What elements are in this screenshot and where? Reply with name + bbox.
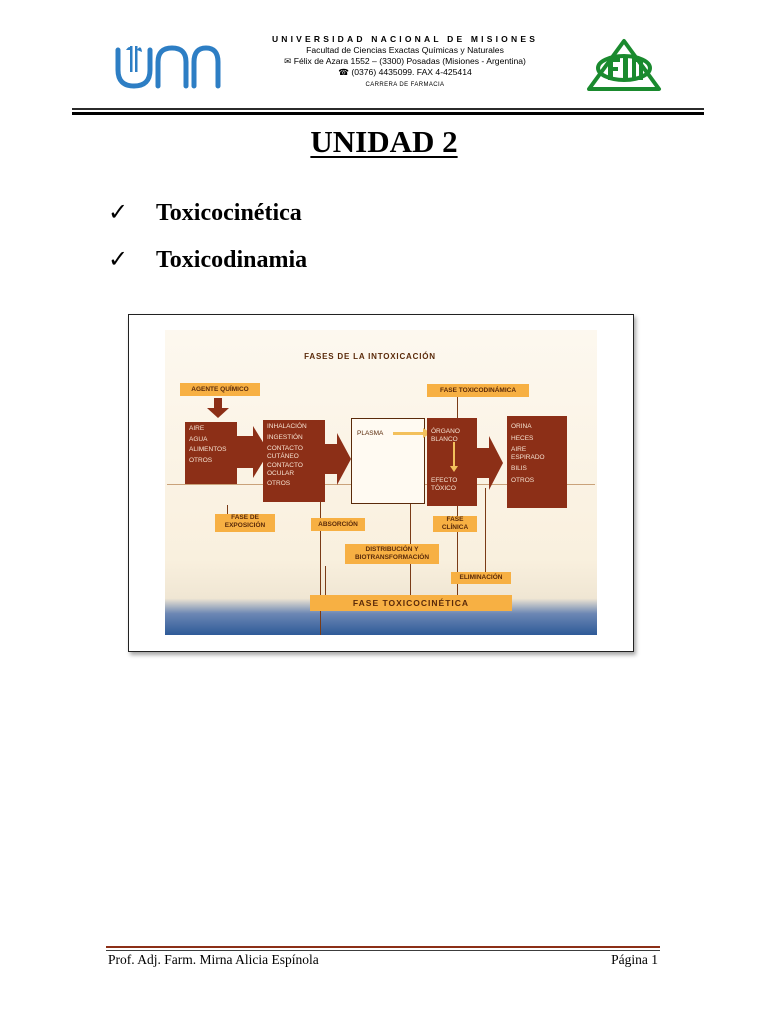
header-rule-thick [72, 112, 704, 115]
elimination-label: ELIMINACIÓN [451, 572, 511, 584]
faculty-name: Facultad de Ciencias Exactas Químicas y … [306, 45, 504, 55]
page-title-text: UNIDAD 2 [310, 124, 458, 159]
arrow-body [453, 442, 455, 468]
arrow-body [237, 436, 253, 468]
unam-logo [110, 40, 222, 92]
bullet-text: Toxicodinamia [156, 247, 308, 273]
connector-line [485, 488, 486, 573]
excretion-item: BILIS [511, 465, 527, 472]
excretion-item: ORINA [511, 423, 532, 430]
checkmark-icon: ✓ [108, 200, 129, 226]
agent-item: ALIMENTOS [189, 446, 227, 453]
checkmark-icon: ✓ [108, 247, 129, 273]
route-item: INGESTIÓN [267, 433, 303, 441]
plasma-label: PLASMA [357, 430, 384, 437]
agent-label: AGENTE QUÍMICO [180, 383, 260, 396]
connector-line [325, 566, 326, 598]
bullet-item: ✓ Toxicocinética [108, 198, 302, 227]
right-arrow-icon [337, 433, 351, 485]
faculty-logo [586, 38, 662, 92]
university-name: UNIVERSIDAD NACIONAL DE MISIONES [271, 34, 539, 44]
route-item: INHALACIÓN [267, 423, 307, 430]
connector-line [320, 488, 321, 635]
arrow-body [393, 432, 425, 435]
excretion-box: ORINA HECES AIRE ESPIRADO BILIS OTROS [507, 416, 567, 508]
agent-item: AGUA [189, 435, 208, 443]
arrow-body [325, 444, 337, 474]
header-rule [72, 108, 704, 110]
route-item: CONTACTO OCULAR [267, 462, 303, 477]
envelope-icon: ✉ [284, 56, 292, 67]
connector-line [410, 420, 411, 600]
page-number: Página 1 [611, 952, 658, 967]
route-item: CONTACTO CUTÁNEO [267, 445, 303, 460]
down-arrow-icon [450, 466, 458, 472]
phone-line: ☎ (0376) 4435099. FAX 4-425414 [230, 67, 580, 78]
footer-author: Prof. Adj. Farm. Mirna Alicia Espínola [108, 952, 319, 967]
address-text: Félix de Azara 1552 – (3300) Posadas (Mi… [293, 56, 526, 67]
excretion-item: AIRE ESPIRADO [511, 446, 545, 461]
toxicodynamic-label: FASE TOXICODINÁMICA [427, 384, 529, 397]
agent-item: OTROS [189, 456, 213, 464]
diagram-title: FASES DE LA INTOXICACIÓN [304, 352, 436, 361]
excretion-item: HECES [511, 434, 534, 442]
arrow-body [477, 448, 489, 478]
footer-rule [106, 946, 660, 948]
right-arrow-icon [489, 436, 503, 490]
target-organ-box: ÓRGANO BLANCO EFECTO TÓXICO [427, 418, 477, 506]
header-text: UNIVERSIDAD NACIONAL DE MISIONES Faculta… [230, 33, 580, 91]
bullet-text: Toxicocinética [156, 200, 302, 226]
connector-line [227, 505, 228, 520]
distribution-label: DISTRIBUCIÓN Y BIOTRANSFORMACIÓN [345, 544, 439, 564]
absorption-label: ABSORCIÓN [311, 518, 365, 531]
excretion-item: OTROS [511, 476, 535, 484]
exposure-label: FASE DE EXPOSICIÓN [215, 514, 275, 532]
agent-item: AIRE [189, 425, 205, 432]
agents-box: AIRE AGUA ALIMENTOS OTROS [185, 422, 237, 484]
target-organ-label: ÓRGANO BLANCO [431, 428, 460, 443]
address-line: ✉ Félix de Azara 1552 – (3300) Posadas (… [230, 56, 580, 67]
phone-text: (0376) 4435099. FAX 4-425414 [351, 67, 472, 78]
phone-icon: ☎ [338, 67, 349, 78]
clinical-label: FASE CLÍNICA [433, 516, 477, 532]
career-name: CARRERA DE FARMACIA [365, 81, 445, 88]
toxic-effect-label: EFECTO TÓXICO [431, 477, 458, 492]
route-item: OTROS [267, 480, 291, 488]
toxicokinetic-label: FASE TOXICOCINÉTICA [310, 595, 512, 611]
bullet-item: ✓ Toxicodinamia [108, 245, 307, 274]
intoxication-phases-diagram: FASES DE LA INTOXICACIÓN AGENTE QUÍMICO … [165, 330, 597, 635]
down-arrow-head [207, 408, 229, 418]
down-arrow-icon [214, 398, 222, 408]
footer-rule-thin [106, 950, 660, 951]
page-title: UNIDAD 2 [0, 124, 768, 160]
routes-box: INHALACIÓN INGESTIÓN CONTACTO CUTÁNEO CO… [263, 420, 325, 502]
